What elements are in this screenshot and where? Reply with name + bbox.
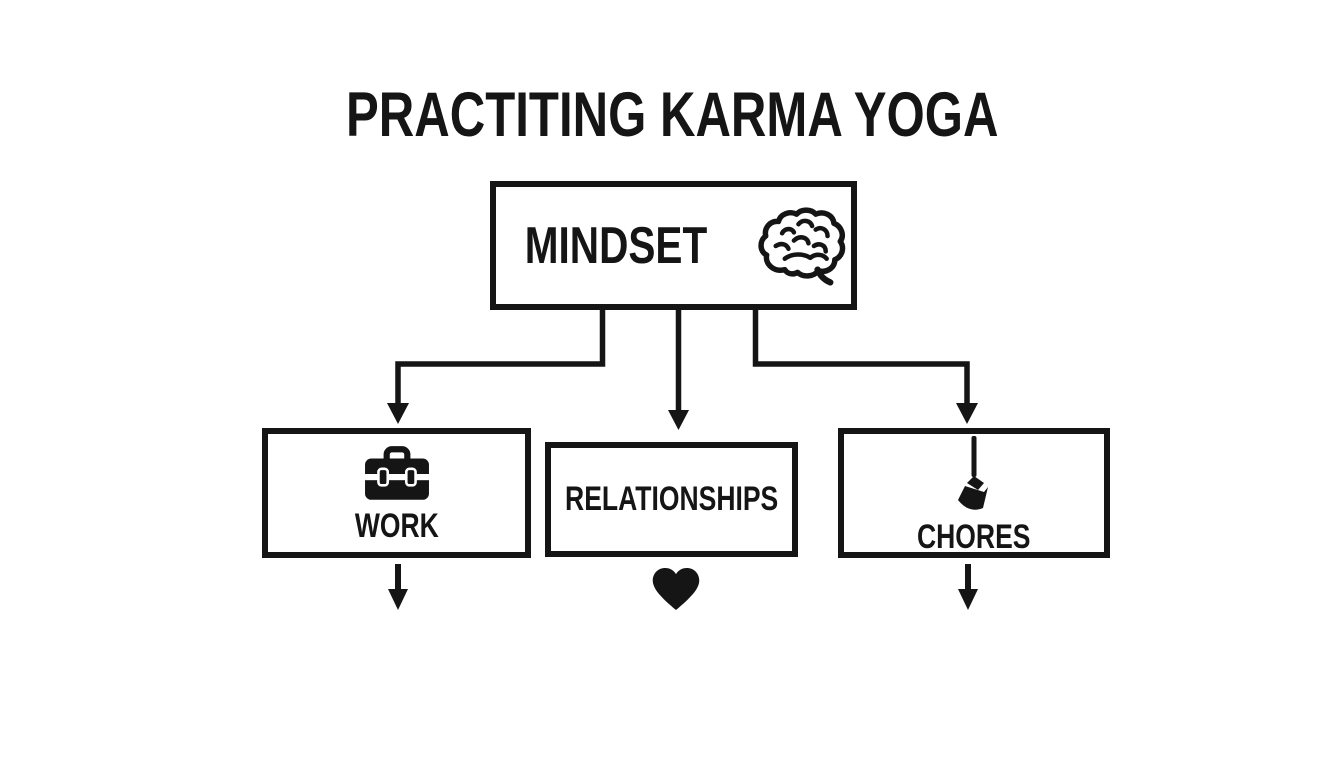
- down-arrow-icon: [958, 564, 978, 610]
- briefcase-icon: [364, 446, 430, 502]
- arrowhead-work: [387, 403, 409, 424]
- down-arrow-icon: [388, 564, 408, 610]
- connector-mindset-to-chores: [752, 307, 970, 405]
- heart-icon: [652, 567, 700, 611]
- arrowhead-chores: [956, 403, 978, 424]
- node-mindset: MINDSET: [490, 181, 857, 310]
- node-mindset-label: MINDSET: [524, 216, 707, 275]
- node-relationships-label: RELATIONSHIPS: [564, 480, 779, 518]
- arrowhead-relationships: [668, 410, 689, 430]
- page-title-text: PRACTITING KARMA YOGA: [345, 80, 999, 150]
- connector-mindset-to-work: [395, 307, 606, 405]
- node-chores: CHORES: [838, 428, 1110, 558]
- page-title: PRACTITING KARMA YOGA: [0, 84, 1344, 147]
- node-work-label: WORK: [354, 507, 439, 545]
- brain-icon: [757, 206, 849, 286]
- broom-icon: [954, 436, 994, 514]
- node-chores-label: CHORES: [917, 518, 1031, 556]
- node-relationships: RELATIONSHIPS: [545, 442, 798, 557]
- node-work: WORK: [262, 428, 531, 558]
